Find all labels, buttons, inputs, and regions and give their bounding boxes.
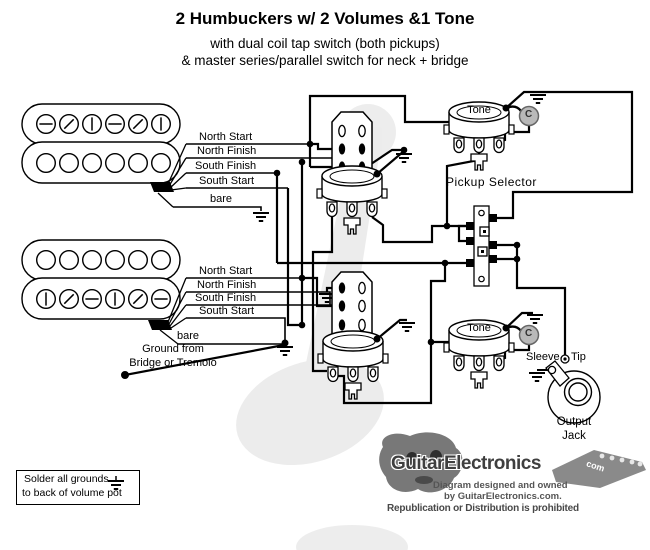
logo-text: GuitarElectronics: [391, 453, 541, 474]
solder-junctions: [121, 104, 521, 379]
output-jack-caption-2: Jack: [562, 430, 586, 442]
neck-screw-coil: [36, 113, 171, 134]
ground-note-box: [16, 470, 140, 505]
pickup-selector-label: Pickup Selector: [446, 175, 537, 189]
bridge-slug-coil: [36, 249, 171, 270]
tremolo-ground-note-2: Bridge or Tremolo: [129, 357, 217, 369]
copyright-notice: Republication or Distribution is prohibi…: [387, 503, 579, 514]
bridge-tone-label: Tone: [467, 322, 491, 334]
neck-tone-label: Tone: [467, 104, 491, 116]
neck-wire-label-south-finish: South Finish: [195, 160, 257, 172]
bridge-cable-boot: [148, 320, 172, 330]
output-jack-caption-1: Output: [556, 416, 592, 428]
tremolo-ground-note-1: Ground from: [142, 343, 204, 355]
sleeve-lug: [547, 365, 557, 375]
pickup-selector-switch: [466, 205, 497, 287]
tone-capacitor: [518, 105, 540, 127]
neck-wire-label-bare: bare: [210, 193, 233, 205]
diagram-title: 2 Humbuckers w/ 2 Volumes &1 Tone: [175, 9, 475, 28]
ground-note-line-2: to back of volume pot: [22, 487, 122, 499]
bridge-screw-coil: [36, 289, 171, 310]
neck-volume-pushpull-pot: [317, 111, 387, 234]
output-jack: [545, 354, 601, 424]
tone-capacitor: [518, 324, 540, 346]
neck-tone-pot: [444, 102, 540, 170]
logo-art: [379, 432, 646, 493]
skull-graphic: [379, 432, 463, 493]
bridge-tone-pot: [444, 320, 540, 388]
neck-wire-label-north-finish: North Finish: [197, 145, 257, 157]
bridge-wire-label-north-start: North Start: [199, 265, 253, 277]
bridge-cap-label: C: [525, 328, 533, 339]
neck-humbucker: [21, 103, 181, 184]
ground-note-line-1: Solder all grounds: [24, 473, 109, 485]
neck-cap-label: C: [525, 109, 533, 120]
bridge-humbucker: [21, 239, 181, 320]
sleeve-label: Sleeve: [526, 351, 560, 363]
diagram-subtitle-2: & master series/parallel switch for neck…: [181, 53, 469, 68]
bridge-volume-pushpull-pot: [318, 271, 388, 399]
credit-line-1: Diagram designed and owned: [433, 480, 568, 491]
ground-symbols: [107, 94, 547, 490]
neck-cable-boot: [150, 182, 174, 192]
bridge-wire-label-south-finish: South Finish: [195, 292, 257, 304]
diagram-subtitle-1: with dual coil tap switch (both pickups): [210, 36, 440, 51]
bridge-wire-label-south-start: South Start: [199, 305, 255, 317]
neck-slug-coil: [36, 152, 171, 173]
credit-line-2: by GuitarElectronics.com.: [444, 491, 562, 502]
bridge-wire-label-north-finish: North Finish: [197, 279, 257, 291]
neck-wire-label-north-start: North Start: [199, 131, 253, 143]
tip-label: Tip: [571, 351, 586, 363]
bridge-wire-label-bare: bare: [177, 330, 200, 342]
neck-wire-label-south-start: South Start: [199, 175, 255, 187]
